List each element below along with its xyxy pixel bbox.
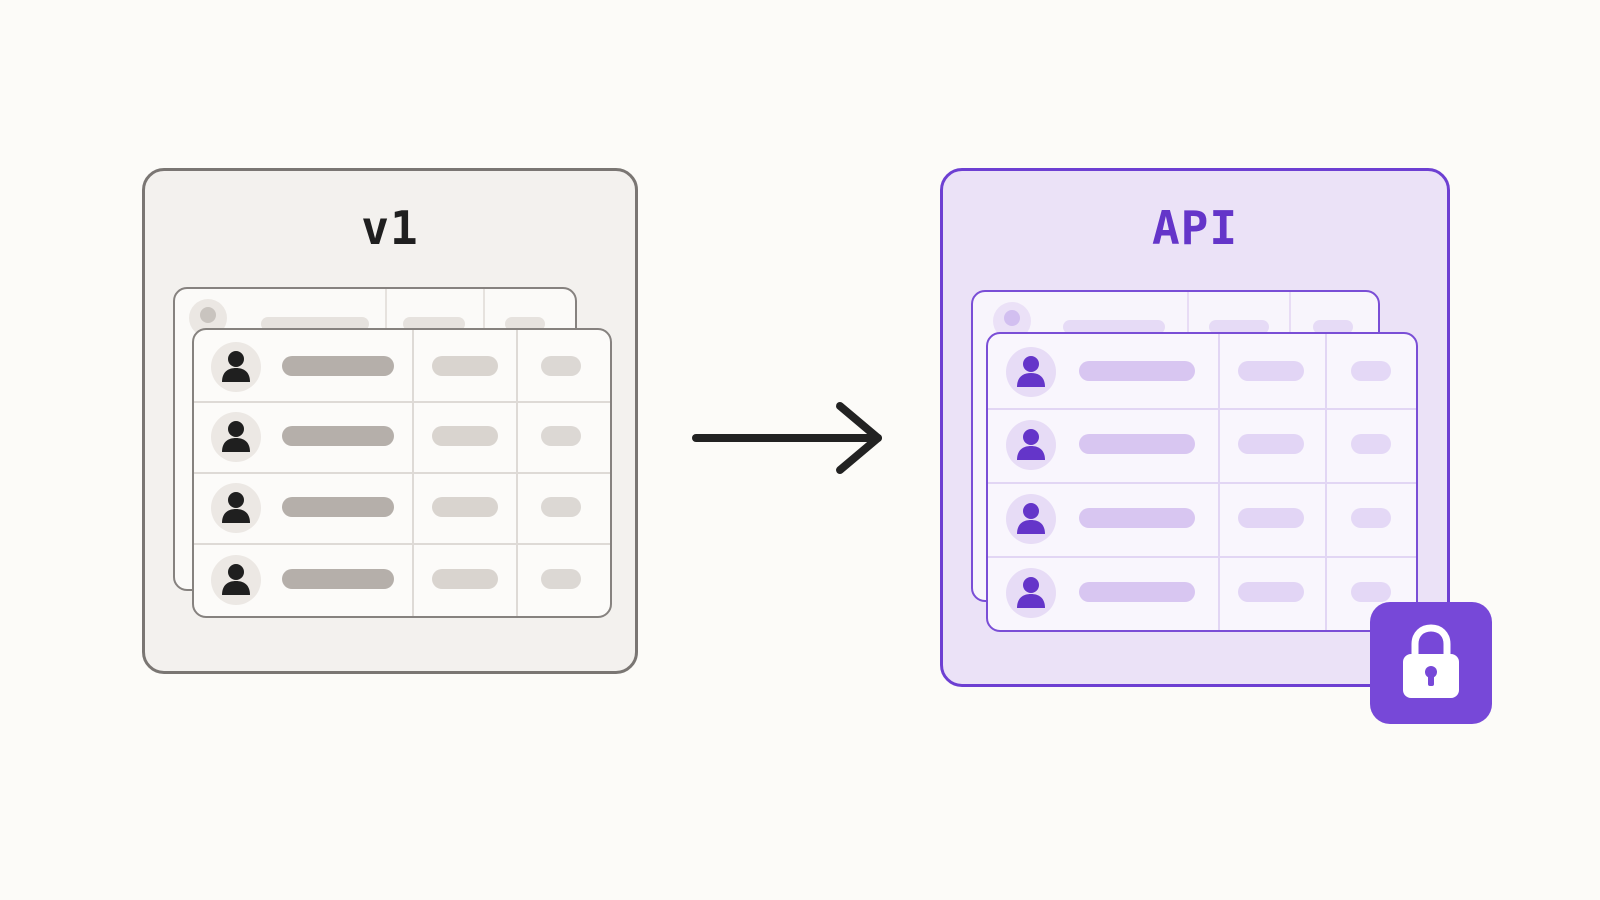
row-divider: [988, 482, 1416, 484]
avatar: [1006, 568, 1056, 618]
table-row: [194, 543, 610, 614]
placeholder-bar: [282, 497, 394, 517]
column-divider: [1218, 334, 1220, 630]
placeholder-bar: [1063, 320, 1165, 334]
column-divider: [483, 289, 485, 329]
table-row: [988, 556, 1416, 630]
placeholder-bar: [282, 356, 394, 376]
placeholder-bar: [1079, 508, 1195, 528]
user-icon: [222, 492, 250, 523]
front-table-card: [192, 328, 612, 618]
arrow-right-icon: [690, 400, 890, 484]
placeholder-bar: [1238, 582, 1304, 602]
placeholder-bar: [541, 497, 581, 517]
placeholder-bar: [1079, 434, 1195, 454]
column-divider: [385, 289, 387, 329]
avatar: [1006, 420, 1056, 470]
avatar: [1006, 347, 1056, 397]
placeholder-bar: [1079, 582, 1195, 602]
user-icon: [1017, 577, 1045, 608]
row-divider: [988, 556, 1416, 558]
table-row: [194, 330, 610, 401]
placeholder-bar: [541, 356, 581, 376]
table-row: [194, 472, 610, 543]
avatar: [1006, 494, 1056, 544]
panel-title: API: [1151, 201, 1239, 255]
lock-badge: [1370, 602, 1492, 724]
placeholder-bar: [432, 356, 498, 376]
table-row: [988, 482, 1416, 556]
user-icon: [1017, 356, 1045, 387]
table-row: [988, 408, 1416, 482]
user-icon: [1017, 503, 1045, 534]
column-divider: [1325, 334, 1327, 630]
column-divider: [1289, 292, 1291, 332]
placeholder-bar: [1238, 361, 1304, 381]
row-divider: [194, 401, 610, 403]
placeholder-bar: [432, 569, 498, 589]
row-divider: [988, 408, 1416, 410]
row-divider: [194, 543, 610, 545]
avatar: [211, 342, 261, 392]
placeholder-bar: [1351, 434, 1391, 454]
table-grid: [194, 330, 610, 616]
api-panel: API: [940, 168, 1450, 687]
placeholder-bar: [541, 426, 581, 446]
placeholder-bar: [1351, 508, 1391, 528]
user-icon: [222, 421, 250, 452]
placeholder-bar: [1079, 361, 1195, 381]
placeholder-bar: [1351, 582, 1391, 602]
lock-icon: [1403, 624, 1459, 698]
avatar: [211, 483, 261, 533]
placeholder-bar: [1238, 508, 1304, 528]
placeholder-bar: [432, 497, 498, 517]
placeholder-bar: [505, 317, 545, 331]
placeholder-bar: [1313, 320, 1353, 334]
placeholder-bar: [403, 317, 465, 331]
table-grid: [988, 334, 1416, 630]
user-icon: [222, 351, 250, 382]
avatar: [211, 555, 261, 605]
panel-title: v1: [361, 201, 419, 255]
front-table-card: [986, 332, 1418, 632]
placeholder-bar: [1209, 320, 1269, 334]
user-icon: [222, 564, 250, 595]
avatar: [211, 412, 261, 462]
row-divider: [194, 472, 610, 474]
placeholder-bar: [1351, 361, 1391, 381]
user-icon: [1017, 429, 1045, 460]
placeholder-bar: [432, 426, 498, 446]
table-row: [194, 401, 610, 472]
placeholder-bar: [282, 426, 394, 446]
placeholder-bar: [541, 569, 581, 589]
table-row: [988, 334, 1416, 408]
placeholder-bar: [1238, 434, 1304, 454]
column-divider: [516, 330, 518, 616]
column-divider: [412, 330, 414, 616]
placeholder-bar: [261, 317, 369, 331]
v1-panel: v1: [142, 168, 638, 674]
column-divider: [1187, 292, 1189, 332]
placeholder-bar: [282, 569, 394, 589]
